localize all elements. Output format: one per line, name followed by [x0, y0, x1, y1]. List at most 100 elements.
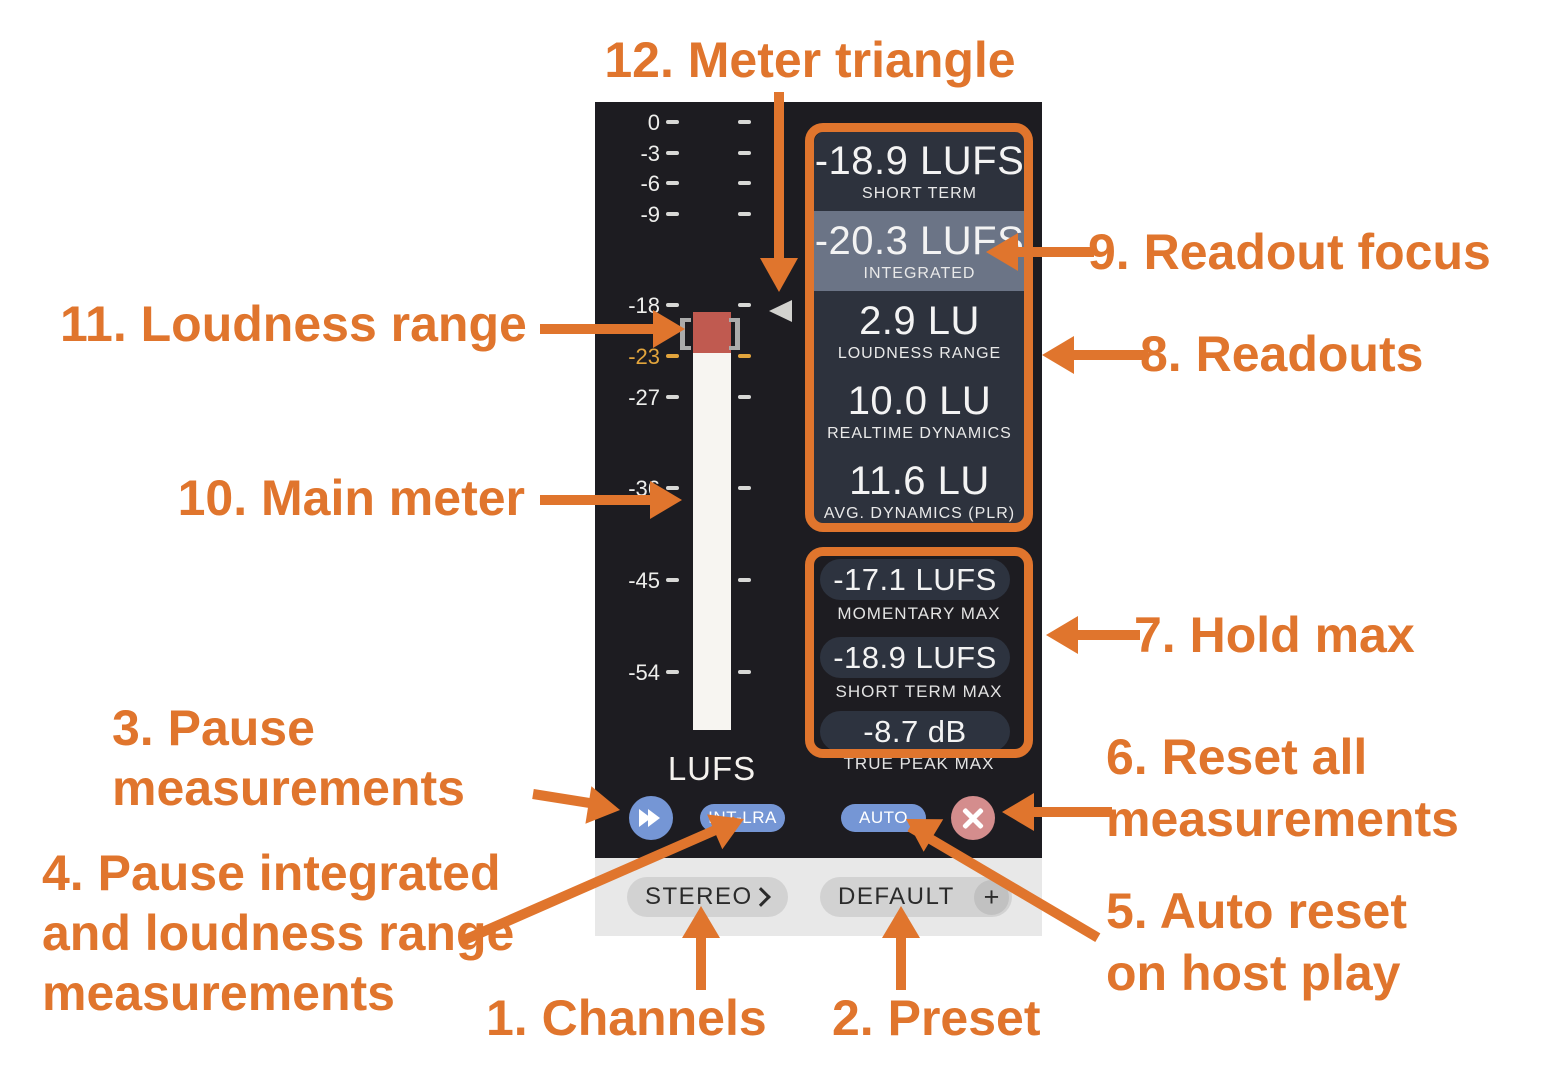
- arrow-left-icon: [1002, 793, 1034, 831]
- arrow-down-icon: [760, 258, 798, 292]
- meter-unit-label: LUFS: [667, 750, 757, 787]
- annotation-auto-reset: 5. Auto reset on host play: [1106, 880, 1407, 1004]
- arrow-line: [696, 937, 706, 990]
- annotation-hold-max: 7. Hold max: [1134, 607, 1415, 663]
- hold-true-peak-max[interactable]: -8.7 dB: [820, 711, 1010, 752]
- loudness-range-segment: [693, 312, 731, 353]
- scale-label: -54: [628, 660, 660, 685]
- annotation-loudness-range: 11. Loudness range: [60, 296, 527, 352]
- readout-label: INTEGRATED: [863, 265, 976, 282]
- readout-value: -18.9 LUFS: [814, 139, 1025, 183]
- annotation-readout-focus: 9. Readout focus: [1088, 224, 1491, 280]
- readout-value: 2.9 LU: [859, 299, 980, 343]
- scale-label-accent: -23: [628, 344, 660, 369]
- scale-label: -6: [640, 171, 660, 196]
- scale-tick-dash: [666, 354, 679, 358]
- scale-tick-dash: [738, 395, 751, 399]
- pause-measurements-button[interactable]: [629, 796, 673, 840]
- readout-loudness-range[interactable]: 2.9 LU LOUDNESS RANGE: [814, 291, 1025, 371]
- readout-value: 11.6 LU: [849, 459, 990, 503]
- scale-tick-dash: [666, 303, 679, 307]
- scale-tick-dash: [666, 212, 679, 216]
- arrow-right-icon: [653, 310, 685, 348]
- readout-value: 10.0 LU: [847, 379, 992, 423]
- scale-label: 0: [647, 110, 660, 135]
- annotation-reset-all: 6. Reset all measurements: [1106, 726, 1459, 850]
- scale-label: -3: [640, 141, 660, 166]
- arrow-line: [540, 495, 655, 505]
- chevron-right-icon: [751, 887, 771, 907]
- arrow-line: [1032, 807, 1112, 817]
- fast-forward-icon: [648, 809, 660, 827]
- scale-tick-dash: [738, 354, 751, 358]
- scale-tick-dash: [738, 670, 751, 674]
- readouts-highlight-box: [805, 123, 1033, 532]
- arrow-line: [1012, 247, 1094, 257]
- arrow-right-icon: [650, 481, 682, 519]
- scale-tick-dash: [738, 120, 751, 124]
- arrow-line: [1070, 350, 1148, 360]
- hold-max-highlight-box: [805, 547, 1033, 758]
- readout-label: REALTIME DYNAMICS: [827, 425, 1012, 442]
- readout-short-term[interactable]: -18.9 LUFS SHORT TERM: [814, 131, 1025, 211]
- scale-tick-dash: [738, 486, 751, 490]
- hold-label: MOMENTARY MAX: [837, 604, 1001, 623]
- scale-tick-dash: [666, 395, 679, 399]
- scale-tick-dash: [666, 120, 679, 124]
- scale-tick-dash: [738, 212, 751, 216]
- annotation-meter-triangle: 12. Meter triangle: [604, 32, 1016, 88]
- annotation-channels: 1. Channels: [486, 990, 767, 1046]
- auto-reset-button[interactable]: AUTO: [841, 804, 926, 832]
- scale-label: -45: [628, 568, 660, 593]
- annotation-line: measurements: [112, 760, 465, 816]
- readout-label: SHORT TERM: [862, 185, 977, 202]
- arrow-right-icon: [585, 786, 623, 829]
- scale-label: -27: [628, 385, 660, 410]
- annotation-line: and loudness range: [42, 905, 515, 961]
- scale-tick-dash: [738, 181, 751, 185]
- annotation-line: on host play: [1106, 945, 1401, 1001]
- annotation-line: 5. Auto reset: [1106, 883, 1408, 939]
- annotation-pause-integrated: 4. Pause integrated and loudness range m…: [42, 843, 514, 1023]
- arrow-line: [774, 92, 784, 260]
- scale-tick-dash: [738, 151, 751, 155]
- readout-avg-dynamics[interactable]: 11.6 LU AVG. DYNAMICS (PLR): [814, 451, 1025, 531]
- scale-tick-dash: [666, 578, 679, 582]
- annotation-line: measurements: [1106, 791, 1459, 847]
- meter-triangle-indicator[interactable]: [769, 300, 792, 322]
- scale-tick-dash: [666, 181, 679, 185]
- add-preset-button[interactable]: +: [974, 879, 1009, 915]
- arrow-line: [1074, 630, 1140, 640]
- annotation-line: 3. Pause: [112, 700, 315, 756]
- arrow-line: [540, 324, 658, 334]
- reset-all-button[interactable]: [951, 796, 995, 840]
- readout-label: AVG. DYNAMICS (PLR): [823, 505, 1016, 522]
- hold-label: TRUE PEAK MAX: [843, 754, 995, 773]
- main-meter-bar: [693, 353, 731, 730]
- annotation-line: 6. Reset all: [1106, 729, 1368, 785]
- scale-label: -18: [628, 293, 660, 318]
- arrow-line: [896, 937, 906, 990]
- scale-tick-dash: [738, 303, 751, 307]
- hold-label: SHORT TERM MAX: [835, 682, 1003, 701]
- arrow-left-icon: [1042, 336, 1074, 374]
- hold-momentary-max[interactable]: -17.1 LUFS: [820, 559, 1010, 600]
- loudness-range-bracket-right: [729, 318, 740, 350]
- readout-realtime-dynamics[interactable]: 10.0 LU REALTIME DYNAMICS: [814, 371, 1025, 451]
- arrow-up-icon: [882, 906, 920, 938]
- scale-label: -9: [640, 202, 660, 227]
- scale-tick-dash: [666, 151, 679, 155]
- channels-value: STEREO: [645, 883, 753, 910]
- arrow-up-icon: [682, 906, 720, 938]
- readouts: -18.9 LUFS SHORT TERM -20.3 LUFS INTEGRA…: [814, 131, 1025, 531]
- annotation-line: measurements: [42, 965, 395, 1021]
- preset-value: DEFAULT: [838, 883, 955, 910]
- arrow-left-icon: [1046, 616, 1078, 654]
- annotation-readouts: 8. Readouts: [1140, 326, 1424, 382]
- scale-tick-dash: [666, 670, 679, 674]
- hold-short-term-max[interactable]: -18.9 LUFS: [820, 637, 1010, 678]
- annotation-line: 4. Pause integrated: [42, 845, 501, 901]
- scale-tick-dash: [738, 578, 751, 582]
- annotation-preset: 2. Preset: [832, 990, 1041, 1046]
